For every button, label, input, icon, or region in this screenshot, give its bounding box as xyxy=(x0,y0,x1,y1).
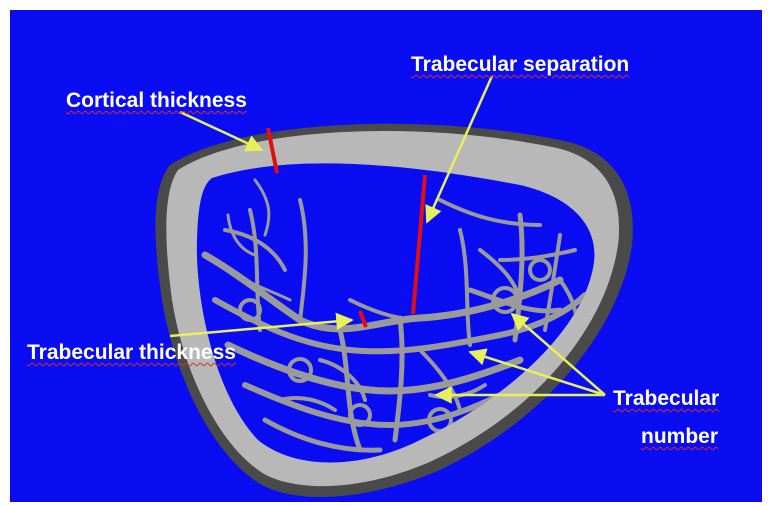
trabecular-thickness-label: Trabecular thickness xyxy=(27,340,236,365)
trabecular-separation-label: Trabecular separation xyxy=(411,52,629,77)
cortical-thickness-label: Cortical thickness xyxy=(66,88,247,113)
trabecular-number-label-line1: Trabecular xyxy=(613,386,719,411)
trabecular-number-label-line2: number xyxy=(641,424,718,449)
